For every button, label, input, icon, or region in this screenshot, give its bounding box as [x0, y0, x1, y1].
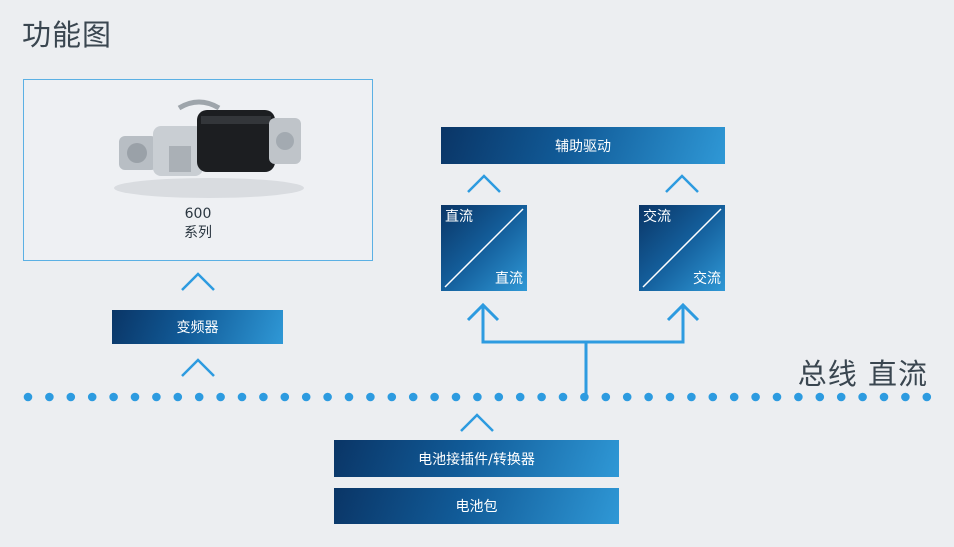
- bus-dot: [301, 392, 311, 402]
- dcdc-converter-block: 直流 直流: [441, 205, 527, 291]
- bus-dot: [751, 392, 760, 402]
- bus-dot: [323, 392, 332, 402]
- bus-dot: [794, 392, 803, 402]
- dcac-input-label: 交流: [643, 209, 671, 225]
- bus-dot: [772, 392, 782, 402]
- bus-dot: [729, 392, 739, 402]
- bus-dot: [194, 392, 204, 402]
- battery-pack-label: 电池包: [455, 499, 498, 515]
- bus-dot: [66, 392, 76, 402]
- bus-dot: [430, 392, 439, 402]
- bus-dot: [109, 392, 118, 402]
- bus-dot: [815, 392, 825, 402]
- bus-dot: [836, 392, 846, 402]
- motor-series: 系列: [184, 225, 212, 241]
- bus-dot: [558, 392, 568, 402]
- bus-dot: [901, 392, 910, 402]
- bus-dot: [922, 392, 932, 402]
- inverter-block: 变频器: [112, 310, 283, 344]
- bus-dot: [173, 392, 183, 402]
- bus-dot: [473, 392, 482, 402]
- bus-dot: [515, 392, 525, 402]
- battery-connector-block: 电池接插件/转换器: [334, 440, 619, 477]
- bus-dot: [858, 392, 867, 402]
- chevron-up-icon: [460, 413, 494, 432]
- inverter-label: 变频器: [176, 320, 219, 336]
- dcac-output-label: 交流: [693, 271, 721, 287]
- bus-dot: [130, 392, 140, 402]
- chevron-up-icon: [181, 272, 215, 291]
- bus-dot: [644, 392, 653, 402]
- bus-dot: [344, 392, 354, 402]
- electric-motor-image: [114, 99, 304, 198]
- bus-dot: [237, 392, 247, 402]
- aux-drive-label: 辅助驱动: [555, 138, 611, 155]
- bus-dot: [366, 392, 375, 402]
- bus-dot: [537, 392, 546, 402]
- page-title: 功能图: [22, 18, 113, 52]
- battery-pack-block: 电池包: [334, 488, 619, 524]
- bus-dot: [45, 392, 54, 402]
- bus-dot: [601, 392, 611, 402]
- bus-dot: [708, 392, 718, 402]
- bus-dot: [622, 392, 632, 402]
- bus-dot: [665, 392, 675, 402]
- bus-dot: [216, 392, 225, 402]
- chevron-up-icon: [467, 174, 501, 193]
- dcdc-output-label: 直流: [495, 271, 523, 287]
- dc-bus-label: 总线 直流: [797, 357, 928, 391]
- dc-bus-line: [23, 392, 932, 402]
- bus-dot: [280, 392, 290, 402]
- converter-diagonal-icon: [642, 208, 722, 288]
- bus-dot: [87, 392, 97, 402]
- bus-dot: [580, 392, 589, 402]
- bus-dot: [687, 392, 696, 402]
- motor-model: 600: [184, 206, 212, 222]
- bus-dot: [408, 392, 418, 402]
- dcdc-input-label: 直流: [445, 209, 473, 225]
- bus-dot: [494, 392, 504, 402]
- bus-dot: [259, 392, 268, 402]
- dcac-converter-block: 交流 交流: [639, 205, 725, 291]
- motor-panel: 600 系列: [23, 79, 373, 261]
- aux-drive-block: 辅助驱动: [441, 127, 725, 164]
- battery-connector-label: 电池接插件/转换器: [418, 451, 535, 468]
- bus-dot: [451, 392, 461, 402]
- converter-diagonal-icon: [444, 208, 524, 288]
- bus-dot: [152, 392, 161, 402]
- bus-dot: [879, 392, 889, 402]
- bus-dot: [387, 392, 397, 402]
- chevron-up-icon: [665, 174, 699, 193]
- bus-dot: [23, 392, 33, 402]
- chevron-up-icon: [181, 358, 215, 377]
